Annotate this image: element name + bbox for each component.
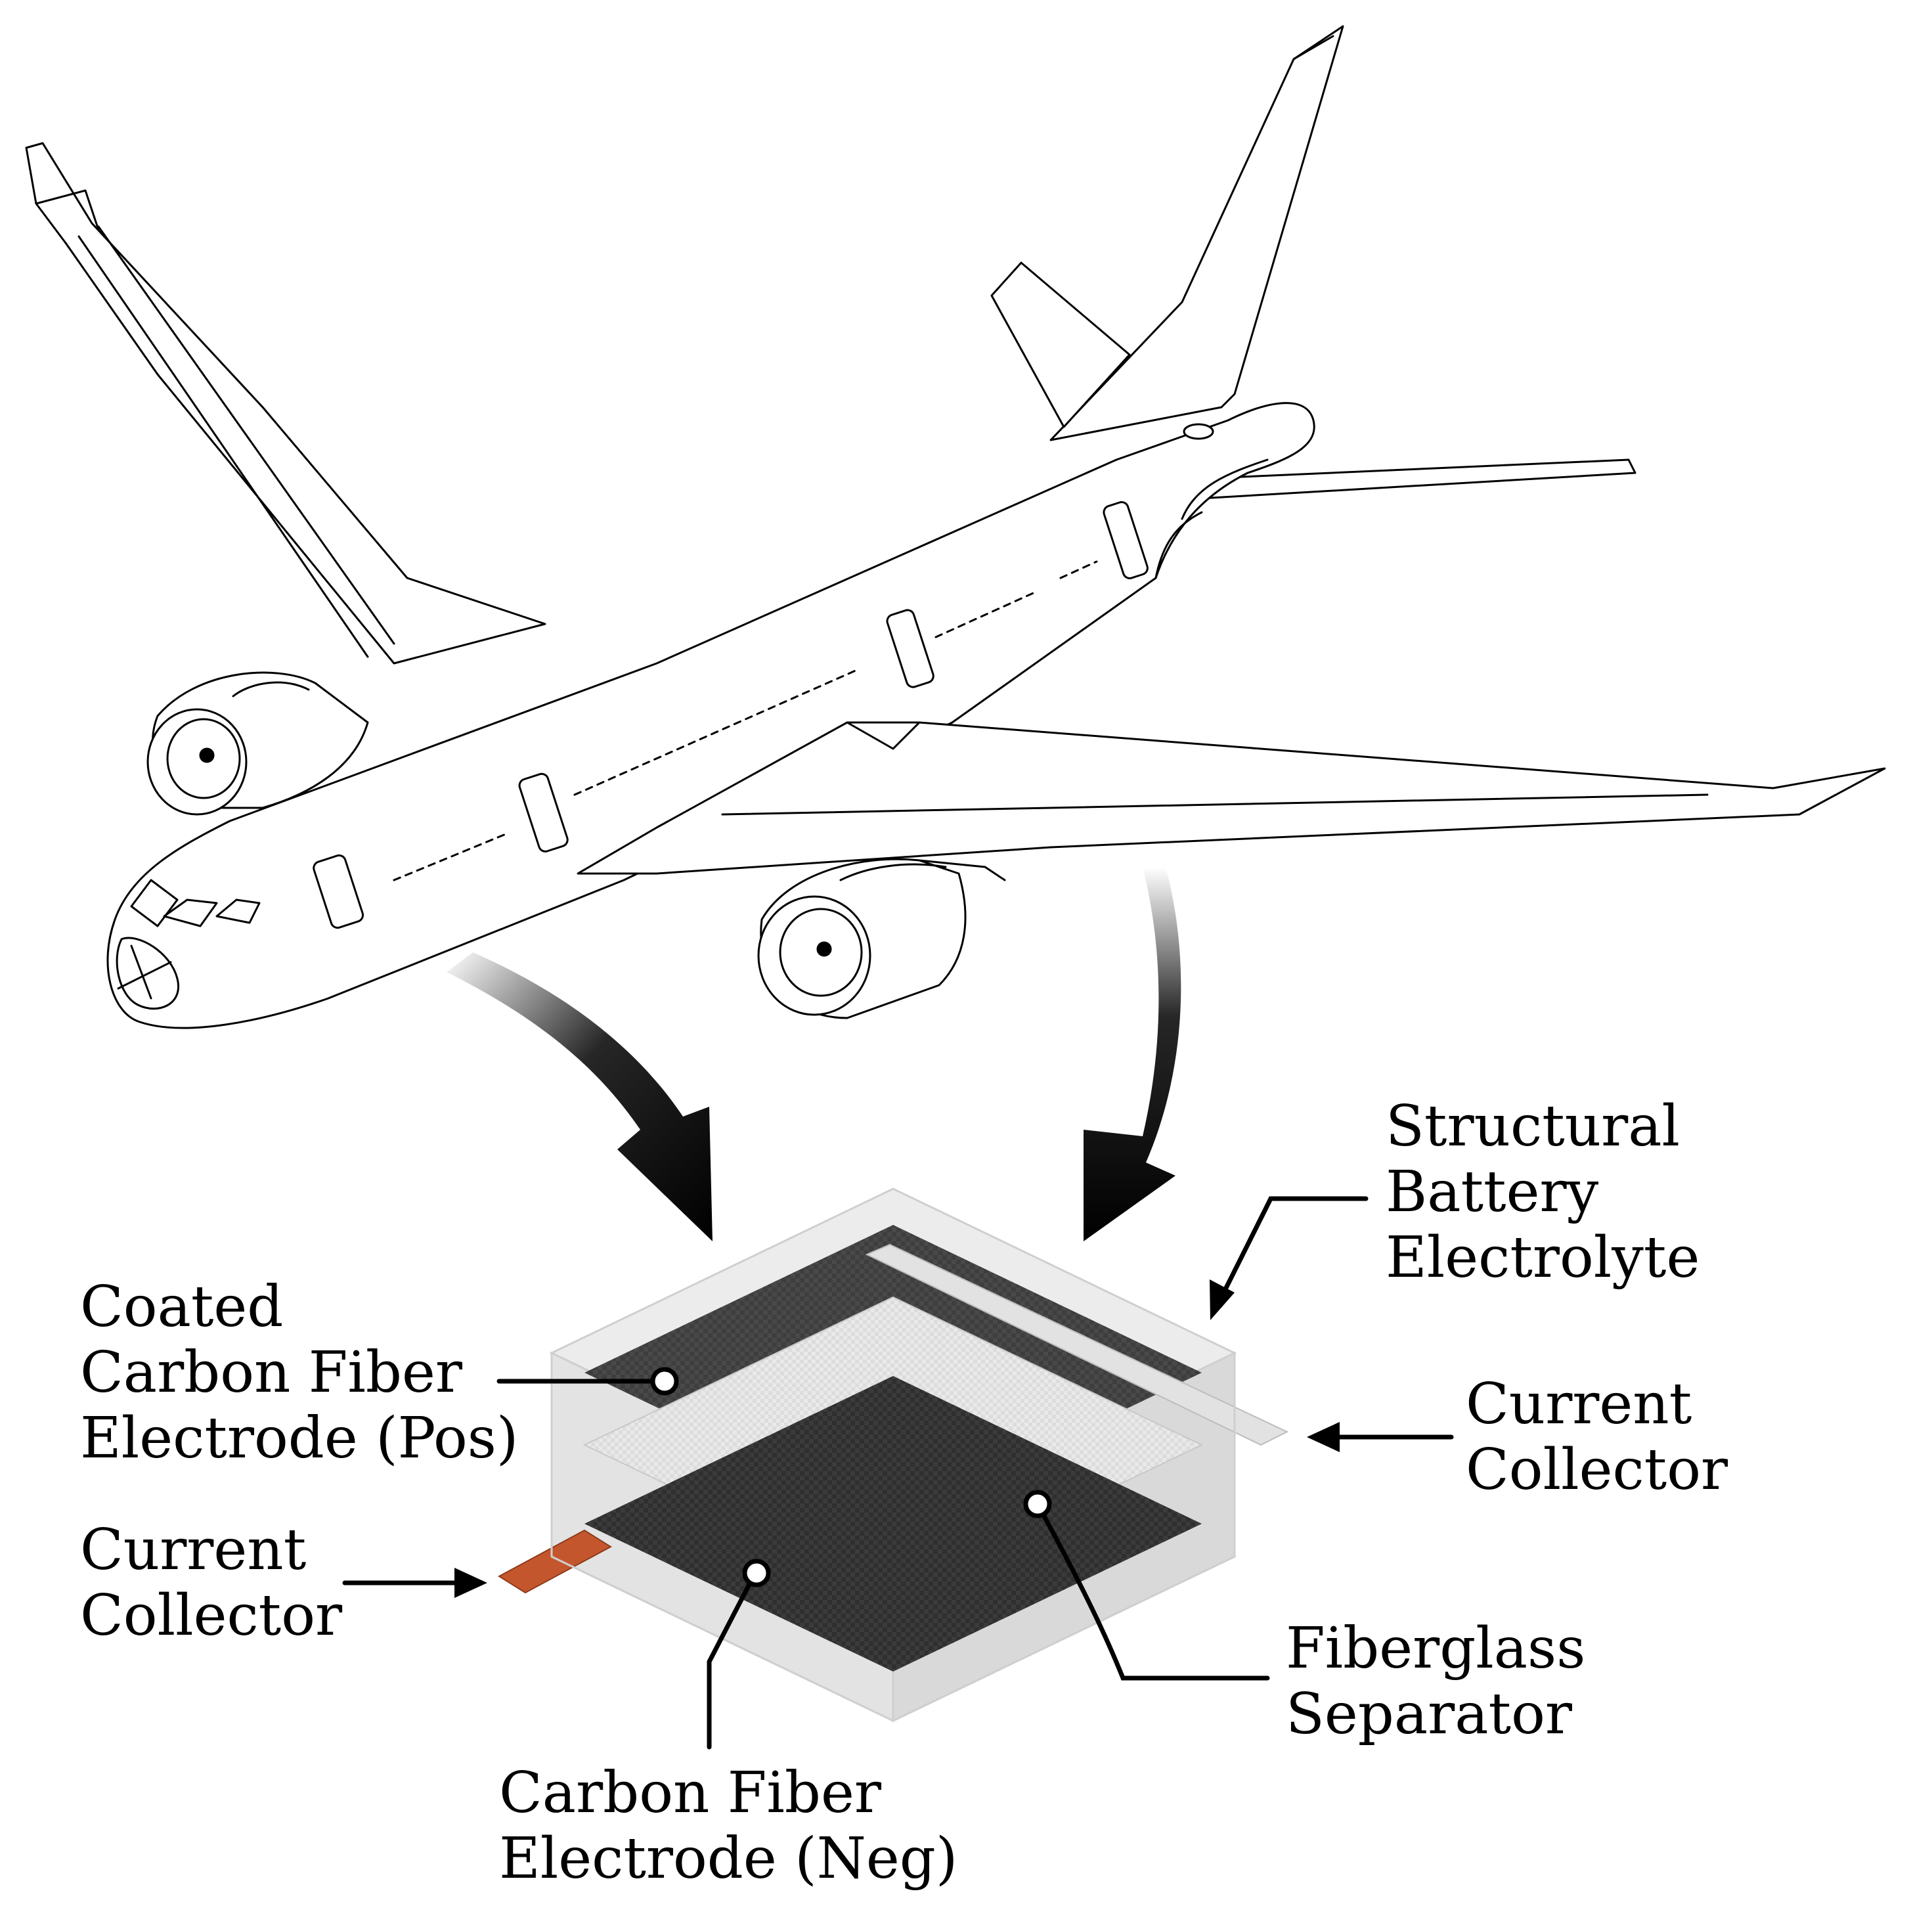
label-electrolyte-line-1: Structural [1386,1094,1680,1159]
label-electrolyte-line-3: Electrolyte [1386,1225,1700,1291]
separator-leader [1035,1501,1270,1681]
fuselage [106,402,1315,1029]
electrolyte-arrowhead-icon [1210,1279,1235,1320]
curved-flow-arrow-left-icon [447,952,713,1241]
negative-electrode [584,1376,1202,1672]
aluminum-current-collector [865,1243,1289,1446]
copper-current-collector [498,1529,612,1594]
arrowheads [454,1279,1340,1598]
aircraft-icon [25,25,1886,1029]
battery-stack [498,1187,1289,1723]
label-separator-line-2: Separator [1286,1681,1572,1747]
label-current-collector-right-line-1: Current [1466,1371,1692,1437]
label-coated-electrode-line-3: Electrode (Pos) [80,1406,519,1471]
label-coated-electrode-line-1: Coated [80,1274,284,1340]
label-negative-electrode-line-2: Electrode (Neg) [499,1826,958,1892]
vertical-stabilizer [1049,25,1344,441]
label-current-collector-left: Current Collector [80,1517,342,1649]
label-separator: Fiberglass Separator [1286,1616,1585,1747]
separator-dot [1023,1490,1052,1518]
electrolyte-pointer [1216,1196,1369,1306]
label-current-collector-left-line-1: Current [80,1517,307,1583]
curved-flow-arrow-right-icon [1084,867,1181,1241]
collector-right-arrowhead-icon [1307,1422,1340,1452]
label-coated-electrode: Coated Carbon Fiber Electrode (Pos) [80,1274,518,1471]
label-coated-electrode-line-2: Carbon Fiber [80,1340,462,1406]
label-electrolyte: Structural Battery Electrolyte [1386,1094,1700,1291]
label-negative-electrode: Carbon Fiber Electrode (Neg) [499,1760,957,1892]
label-separator-line-1: Fiberglass [1286,1616,1586,1681]
label-current-collector-right-line-2: Collector [1466,1437,1728,1503]
cabin-windows [393,560,1098,881]
left-stabilizer [990,261,1131,428]
negative-electrode-dot [742,1559,771,1587]
label-current-collector-left-line-2: Collector [80,1583,343,1649]
label-negative-electrode-line-1: Carbon Fiber [499,1760,881,1826]
collector-left-arrowhead-icon [454,1568,487,1598]
leader-lines [342,1196,1454,1750]
label-electrolyte-line-2: Battery [1386,1159,1599,1225]
negative-electrode-leader [707,1570,758,1750]
label-current-collector-right: Current Collector [1466,1371,1728,1503]
right-wing [577,721,1886,875]
left-wing [25,142,546,665]
callout-dots [650,1367,1052,1587]
positive-electrode-dot [650,1367,679,1396]
